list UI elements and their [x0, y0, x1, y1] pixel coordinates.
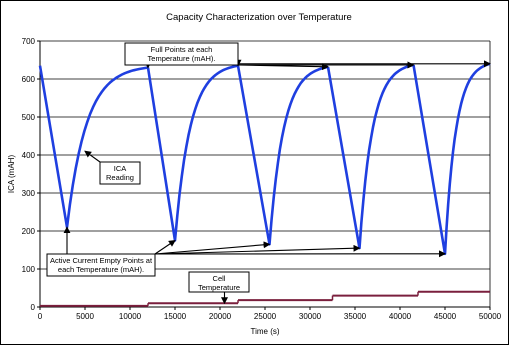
x-tick-label-0: 0	[38, 312, 43, 321]
full-annotation-line-0: Full Points at each	[151, 45, 213, 54]
y-tick-label-4: 400	[22, 151, 36, 160]
y-tick-label-7: 700	[22, 37, 36, 46]
y-tick-label-5: 500	[22, 113, 36, 122]
temp-annotation-line-1: Temperature	[198, 283, 240, 292]
full-annotation-line-1: Temperature (mAH).	[148, 54, 216, 63]
x-tick-label-1: 5000	[76, 312, 94, 321]
x-tick-label-4: 20000	[209, 312, 232, 321]
y-tick-label-6: 600	[22, 75, 36, 84]
empty-annotation-line-0: Active Current Empty Points at	[50, 256, 153, 265]
ica-cycle-0	[40, 66, 148, 228]
y-tick-label-0: 0	[31, 303, 36, 312]
x-tick-label-8: 40000	[389, 312, 412, 321]
empty-arrow-1	[155, 241, 175, 255]
ica-cycle-1	[148, 66, 238, 241]
x-tick-label-10: 50000	[479, 312, 502, 321]
ica-cycle-4	[414, 64, 491, 254]
chart-title: Capacity Characterization over Temperatu…	[166, 12, 352, 23]
x-axis-label: Time (s)	[250, 327, 279, 336]
x-tick-label-9: 45000	[434, 312, 457, 321]
x-tick-label-7: 35000	[344, 312, 367, 321]
y-axis-label: ICA (mAH)	[7, 155, 16, 194]
y-tick-label-1: 100	[22, 265, 36, 274]
y-tick-label-3: 300	[22, 189, 36, 198]
x-tick-label-6: 30000	[299, 312, 322, 321]
y-tick-label-2: 200	[22, 227, 36, 236]
x-tick-label-2: 10000	[119, 312, 142, 321]
ica-annotation-line-0: ICA	[114, 164, 127, 173]
empty-annotation-line-1: each Temperature (mAH).	[58, 265, 144, 274]
temp-annotation-line-0: Cell	[213, 274, 226, 283]
x-tick-label-5: 25000	[254, 312, 277, 321]
ica-arrow-0	[85, 151, 100, 162]
x-tick-label-3: 15000	[164, 312, 187, 321]
ica-cycle-3	[328, 65, 414, 248]
ica-annotation-line-1: Reading	[106, 173, 134, 182]
